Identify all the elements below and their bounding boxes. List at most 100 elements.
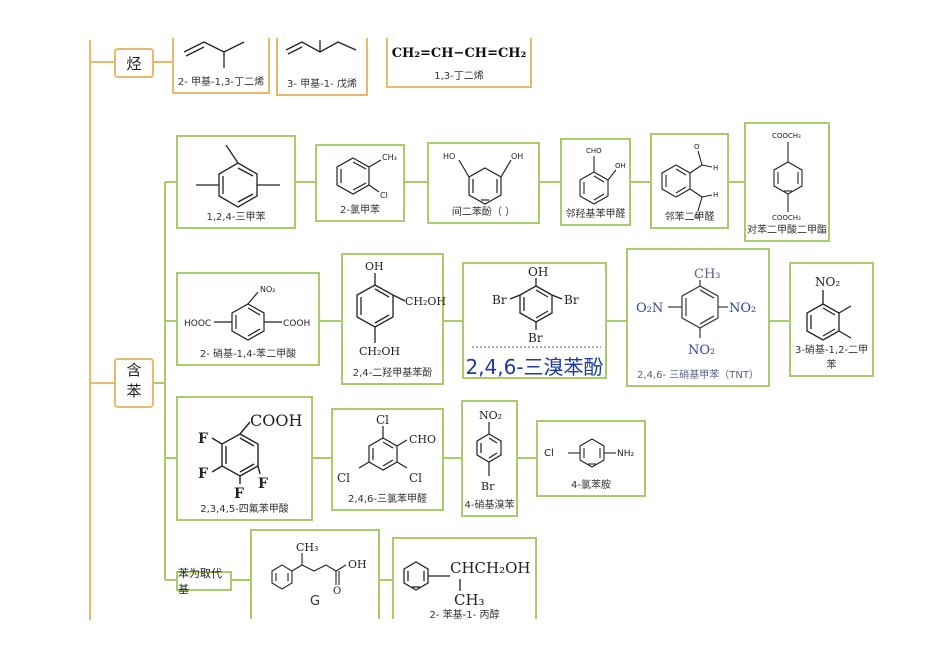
caption-3-methyl-pentene: 3- 甲基-1- 戊烯 bbox=[287, 79, 357, 90]
label-cl: Cl bbox=[544, 448, 554, 459]
label-nh2: NH₂ bbox=[617, 449, 635, 459]
box-butadiene[interactable]: CH₂=CH−CH=CH₂ 1,3-丁二烯 bbox=[386, 38, 532, 88]
box-dihydroxymethylphenol[interactable]: OH CH₂OH CH₂OH 2,4-二羟甲基苯酚 bbox=[341, 253, 446, 385]
box-phenylpropanol[interactable]: CHCH₂OH CH₃ 2- 苯基-1- 丙醇 bbox=[392, 537, 537, 621]
box-3-methyl-pentene[interactable]: 3- 甲基-1- 戊烯 bbox=[276, 38, 368, 96]
box-nitroterephthalic-acid[interactable]: NO₂ HOOC COOH 2- 硝基-1,4-苯二甲酸 bbox=[176, 272, 320, 366]
box-tnt[interactable]: CH₃ O₂N NO₂ NO₂ 2,4,6- 三硝基甲苯（TNT） bbox=[626, 248, 770, 387]
formula-butadiene: CH₂=CH−CH=CH₂ bbox=[391, 46, 527, 61]
caption-butadiene: 1,3-丁二烯 bbox=[434, 71, 484, 82]
structure-tribromophenol: OH Br Br Br bbox=[472, 265, 601, 348]
label-o: O bbox=[333, 586, 341, 597]
label-oh: OH bbox=[365, 260, 384, 273]
box-bromonitrobenzene[interactable]: NO₂ Br 4-硝基溴苯 bbox=[461, 400, 518, 517]
label-cooh: COOH bbox=[250, 411, 302, 430]
label-oh: OH bbox=[511, 152, 523, 161]
caption-phenylpropanol: 2- 苯基-1- 丙醇 bbox=[429, 610, 500, 621]
label-no2: NO₂ bbox=[479, 409, 502, 422]
box-dimethyl-terephthalate[interactable]: COOCH₃ COOCH₃ 对苯二甲酸二甲酯 bbox=[744, 122, 830, 242]
box-2-methyl-butadiene[interactable]: 2- 甲基-1,3-丁二烯 bbox=[172, 38, 270, 94]
caption-124-trimethylbenzene: 1,2,4-三甲苯 bbox=[206, 212, 266, 223]
structure-2-chlorotoluene: CH₃ Cl bbox=[336, 153, 397, 200]
caption-trichlorobenzaldehyde: 2,4,6-三氯苯甲醛 bbox=[347, 494, 428, 505]
structure-124-trimethylbenzene bbox=[196, 144, 280, 208]
box-trichlorobenzaldehyde[interactable]: Cl CHO Cl Cl 2,4,6-三氯苯甲醛 bbox=[331, 408, 444, 511]
label-chch2oh: CHCH₂OH bbox=[450, 559, 531, 577]
caption-nitroterephthalic-acid: 2- 硝基-1,4-苯二甲酸 bbox=[199, 349, 297, 360]
caption-resorcinol: 间二苯酚（ ） bbox=[451, 207, 516, 218]
label-o-bottom: O bbox=[694, 213, 700, 221]
box-compound-g[interactable]: CH₃ OH O G bbox=[250, 529, 380, 619]
label-br: Br bbox=[481, 480, 495, 493]
caption-bromonitrobenzene: 4-硝基溴苯 bbox=[464, 500, 515, 511]
structure-trichlorobenzaldehyde: Cl CHO Cl Cl bbox=[337, 413, 436, 485]
label-f-4: F bbox=[258, 476, 268, 492]
structure-nitro-xylene: NO₂ bbox=[806, 275, 852, 341]
caption-dihydroxymethylphenol: 2,4-二羟甲基苯酚 bbox=[352, 368, 433, 379]
label-no2-bottom: NO₂ bbox=[688, 343, 715, 358]
label-f-1: F bbox=[198, 431, 208, 447]
node-hydrocarbon-label: 烃 bbox=[126, 54, 142, 73]
label-f-3: F bbox=[234, 486, 244, 502]
label-cl-right: Cl bbox=[409, 471, 422, 485]
structure-phthalaldehyde: O H O H bbox=[661, 143, 718, 221]
label-no2: NO₂ bbox=[260, 285, 276, 294]
box-nitro-xylene[interactable]: NO₂ 3-硝基-1,2-二甲苯 bbox=[789, 262, 874, 377]
node-hydrocarbon[interactable]: 烃 bbox=[114, 48, 154, 78]
structure-dihydroxymethylphenol: OH CH₂OH CH₂OH bbox=[356, 260, 446, 358]
node-substituent-label: 苯为取代基 bbox=[178, 567, 222, 596]
caption-2-chlorotoluene: 2-氯甲苯 bbox=[340, 205, 380, 216]
box-tetrafluorobenzoic-acid[interactable]: COOH F F F F 2,3,4,5-四氟苯甲酸 bbox=[176, 396, 313, 521]
box-124-trimethylbenzene[interactable]: 1,2,4-三甲苯 bbox=[176, 135, 296, 229]
caption-tribromophenol: 2,4,6-三溴苯酚 bbox=[465, 355, 604, 379]
box-phthalaldehyde[interactable]: O H O H 邻苯二甲醛 bbox=[650, 133, 729, 229]
structure-chloroaniline: Cl NH₂ bbox=[544, 438, 635, 468]
box-tribromophenol[interactable]: OH Br Br Br 2,4,6-三溴苯酚 bbox=[462, 262, 607, 379]
label-h-top: H bbox=[713, 164, 718, 172]
label-ch2oh-right: CH₂OH bbox=[405, 295, 446, 308]
label-o-top: O bbox=[694, 143, 700, 151]
label-no2: NO₂ bbox=[815, 275, 840, 289]
structure-3-methyl-pentene bbox=[285, 40, 357, 55]
label-cho: CHO bbox=[586, 147, 602, 155]
label-no2-right: NO₂ bbox=[729, 301, 756, 316]
caption-tnt: 2,4,6- 三硝基甲苯（TNT） bbox=[637, 370, 759, 381]
box-resorcinol[interactable]: HO OH 间二苯酚（ ） bbox=[427, 142, 540, 224]
label-ch3: CH₃ bbox=[382, 153, 397, 162]
structure-resorcinol: HO OH bbox=[443, 152, 523, 205]
caption-2-methyl-butadiene: 2- 甲基-1,3-丁二烯 bbox=[177, 77, 265, 88]
structure-tnt: CH₃ O₂N NO₂ NO₂ bbox=[636, 267, 756, 358]
caption-nitro-xylene: 3-硝基-1,2-二甲苯 bbox=[794, 345, 869, 371]
label-oh: OH bbox=[528, 265, 548, 279]
caption-dimethyl-terephthalate: 对苯二甲酸二甲酯 bbox=[747, 225, 827, 236]
structure-phenylpropanol: CHCH₂OH CH₃ bbox=[403, 559, 531, 609]
label-ho: HO bbox=[443, 152, 455, 161]
label-oh: OH bbox=[615, 162, 626, 170]
label-cl-top: Cl bbox=[376, 413, 389, 427]
node-benzene-label: 含苯 bbox=[124, 362, 143, 404]
node-substituent[interactable]: 苯为取代基 bbox=[176, 567, 232, 596]
label-ch3: CH₃ bbox=[296, 541, 318, 554]
label-ch3: CH₃ bbox=[454, 591, 485, 609]
structure-tetrafluorobenzoic-acid: COOH F F F F bbox=[198, 411, 302, 502]
structure-2-methyl-butadiene bbox=[183, 41, 245, 68]
box-2-chlorotoluene[interactable]: CH₃ Cl 2-氯甲苯 bbox=[315, 144, 405, 222]
label-f-2: F bbox=[198, 466, 208, 482]
caption-salicylaldehyde: 邻羟基苯甲醛 bbox=[565, 209, 626, 220]
box-salicylaldehyde[interactable]: CHO OH 邻羟基苯甲醛 bbox=[560, 138, 631, 226]
label-oh: OH bbox=[348, 558, 367, 571]
structure-dimethyl-terephthalate: COOCH₃ COOCH₃ bbox=[772, 132, 803, 222]
structure-nitroterephthalic-acid: NO₂ HOOC COOH bbox=[184, 285, 310, 341]
label-cooh: COOH bbox=[283, 319, 310, 329]
label-hooc: HOOC bbox=[184, 319, 211, 329]
caption-chloroaniline: 4-氯苯胺 bbox=[571, 480, 611, 491]
label-ch2oh-bottom: CH₂OH bbox=[359, 345, 400, 358]
caption-tetrafluorobenzoic-acid: 2,3,4,5-四氟苯甲酸 bbox=[200, 504, 289, 515]
label-ester-top: COOCH₃ bbox=[772, 132, 801, 140]
label-br-bottom: Br bbox=[528, 331, 543, 345]
box-chloroaniline[interactable]: Cl NH₂ 4-氯苯胺 bbox=[536, 420, 646, 497]
node-benzene[interactable]: 含苯 bbox=[114, 358, 154, 408]
caption-compound-g: G bbox=[309, 594, 321, 609]
label-o2n: O₂N bbox=[636, 301, 663, 316]
